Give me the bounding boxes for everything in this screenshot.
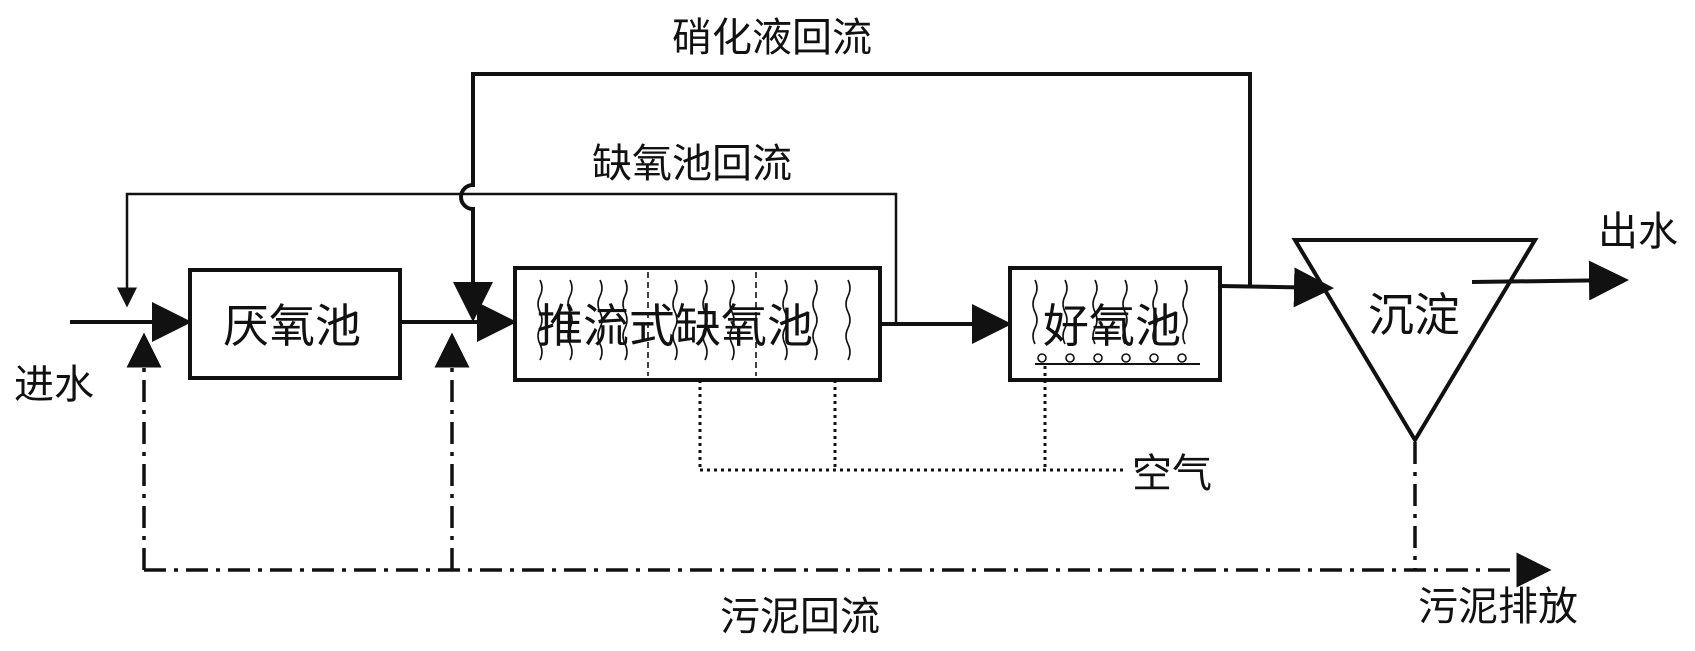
effluent-label: 出水 xyxy=(1598,209,1678,255)
anoxic-internals xyxy=(537,272,851,376)
influent-label: 进水 xyxy=(14,362,94,408)
settler-triangle xyxy=(1291,238,1539,444)
main-flow xyxy=(70,260,1629,344)
nitrified-recycle-label: 硝化液回流 xyxy=(672,15,872,61)
sludge-recycle-label: 污泥回流 xyxy=(720,594,880,640)
nitrified-recycle-line xyxy=(453,72,1252,322)
air-supply-line xyxy=(698,366,1125,472)
anaerobic-tank-label: 厌氧池 xyxy=(223,299,361,353)
anoxic-tank-label: 推流式缺氧池 xyxy=(537,299,813,353)
aerobic-internals xyxy=(1032,279,1200,365)
sludge-lines xyxy=(126,332,1552,588)
sludge-discharge-label: 污泥排放 xyxy=(1418,584,1578,630)
anoxic-recycle-label: 缺氧池回流 xyxy=(592,141,792,187)
settler-label: 沉淀 xyxy=(1368,288,1460,342)
aerobic-tank-label: 好氧池 xyxy=(1043,299,1181,353)
air-label: 空气 xyxy=(1132,451,1212,497)
anoxic-recycle-line xyxy=(117,192,898,322)
